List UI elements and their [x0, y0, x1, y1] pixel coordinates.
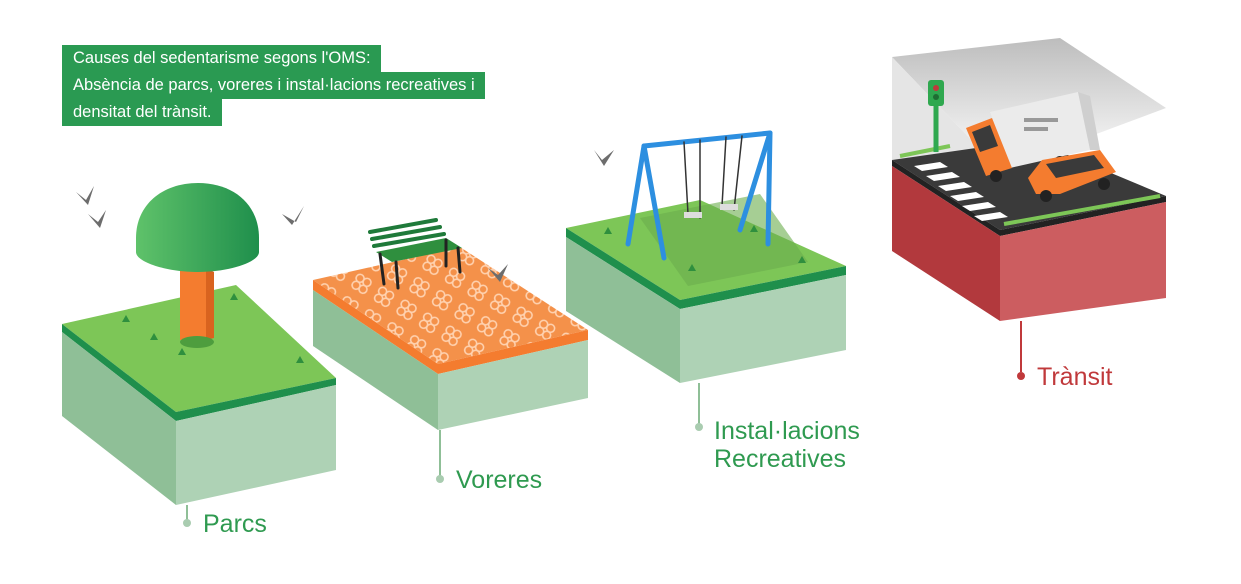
label-transit: Trànsit: [1037, 363, 1113, 391]
swing-icon: [625, 130, 773, 261]
parcs-block: [62, 285, 336, 522]
label-parcs: Parcs: [203, 510, 267, 538]
tree-icon: [136, 183, 259, 348]
headline-box: Causes del sedentarisme segons l'OMS: Ab…: [62, 45, 622, 126]
bench-icon: [368, 218, 462, 290]
parcs-dot: [183, 519, 191, 527]
installacions-block: [566, 194, 846, 425]
voreres-dot: [436, 475, 444, 483]
traffic-light-icon: [928, 80, 944, 152]
car-icon: [1028, 150, 1116, 202]
headline-line-3: densitat del trànsit.: [62, 99, 222, 126]
headline-line-1: Causes del sedentarisme segons l'OMS:: [62, 45, 381, 72]
label-installacions-1: Instal·lacions: [714, 417, 860, 445]
voreres-block: [313, 247, 588, 478]
bird-icon: [76, 150, 614, 282]
transit-block: [892, 38, 1166, 372]
truck-icon: [966, 92, 1100, 182]
label-installacions-2: Recreatives: [714, 445, 846, 473]
installacions-dot: [695, 423, 703, 431]
transit-dot: [1017, 372, 1025, 380]
label-voreres: Voreres: [456, 466, 543, 494]
headline-line-2: Absència de parcs, voreres i instal·laci…: [62, 72, 485, 99]
